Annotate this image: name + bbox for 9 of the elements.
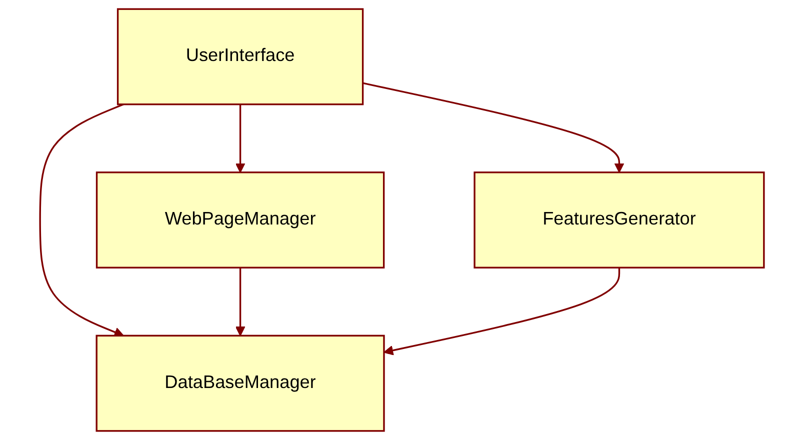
arrow: [362, 82, 624, 173]
node-box: UserInterface: [116, 8, 364, 106]
arrow: [384, 268, 620, 356]
node-box: DataBaseManager: [96, 334, 385, 432]
arrow: [39, 104, 124, 337]
node-box: WebPageManager: [96, 172, 385, 268]
arrow: [235, 268, 246, 336]
node-box: FeaturesGenerator: [474, 172, 765, 268]
arrow: [235, 104, 246, 173]
